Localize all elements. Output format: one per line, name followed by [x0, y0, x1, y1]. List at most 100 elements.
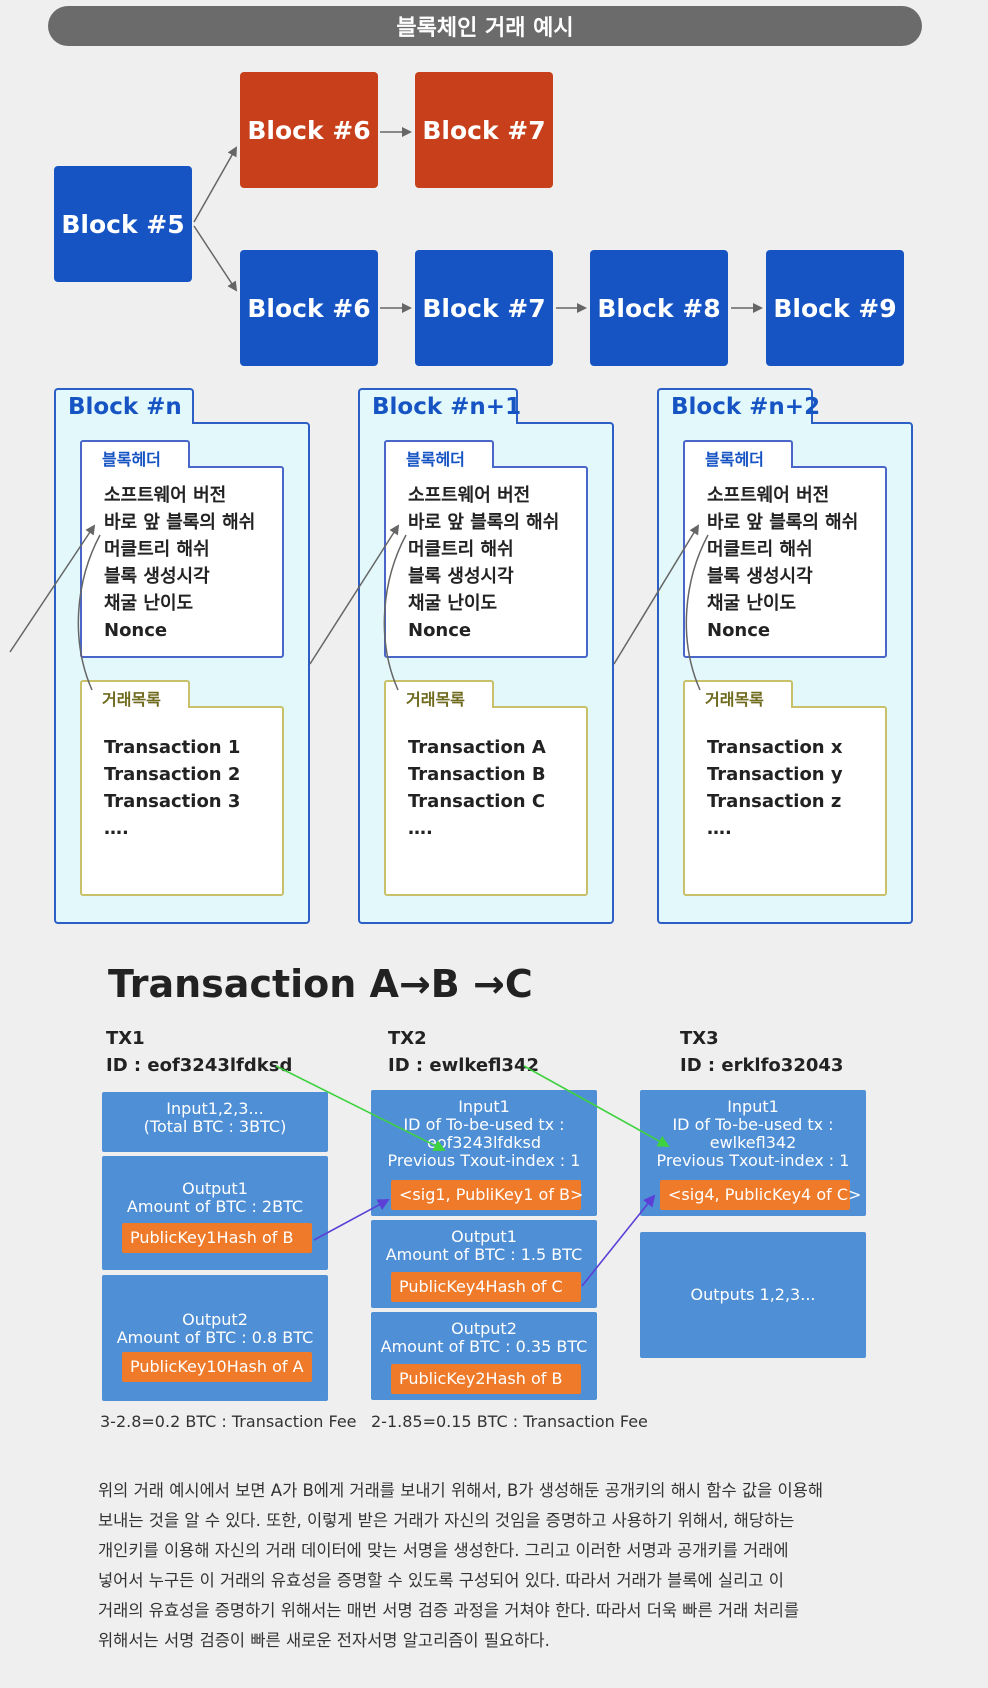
- box-line: Input1: [458, 1097, 510, 1116]
- detail-block-title: Block #n+2: [657, 388, 820, 424]
- header-field: 블록 생성시각: [408, 566, 514, 587]
- box-line: Previous Txout-index : 1: [656, 1151, 850, 1170]
- main-block-7: Block #7: [415, 250, 553, 366]
- transaction-item: ….: [104, 818, 129, 839]
- header-field: 머클트리 해쉬: [104, 539, 210, 560]
- transaction-item: Transaction 2: [104, 764, 241, 785]
- tx1-output2-key: PublicKey10Hash of A: [122, 1352, 312, 1382]
- tx2-output2-key: PublicKey2Hash of B: [391, 1364, 581, 1394]
- block-5: Block #5: [54, 166, 192, 282]
- tx2-output1-key: PublicKey4Hash of C: [391, 1272, 581, 1302]
- main-block-6: Block #6: [240, 250, 378, 366]
- detail-block-n-plus-2: Block #n+2 블록헤더 소프트웨어 버전 바로 앞 블록의 해쉬 머클트…: [657, 388, 913, 924]
- transaction-list-label: 거래목록: [683, 680, 793, 709]
- block-header-label: 블록헤더: [683, 440, 793, 469]
- transaction-item: Transaction x: [707, 737, 843, 758]
- header-field: 바로 앞 블록의 해쉬: [104, 512, 256, 533]
- tx3-name: TX3: [680, 1028, 719, 1049]
- detail-block-title: Block #n: [54, 388, 194, 424]
- box-line: Amount of BTC : 0.35 BTC: [380, 1337, 588, 1356]
- transaction-item: Transaction A: [408, 737, 546, 758]
- transaction-section-title: Transaction A→B →C: [108, 962, 533, 1006]
- tx2-id: ID : ewlkefl342: [388, 1055, 539, 1076]
- transaction-list-label: 거래목록: [80, 680, 190, 709]
- box-line: Amount of BTC : 2BTC: [126, 1197, 304, 1216]
- tx3-outputs-box: Outputs 1,2,3...: [640, 1232, 866, 1358]
- transaction-item: ….: [408, 818, 433, 839]
- box-line: Output1: [451, 1227, 517, 1246]
- transaction-item: Transaction C: [408, 791, 546, 812]
- main-block-8: Block #8: [590, 250, 728, 366]
- tx2-label: TX2 ID : ewlkefl342: [388, 1025, 539, 1079]
- transaction-list-folder: 거래목록 Transaction 1 Transaction 2 Transac…: [80, 680, 284, 896]
- tx2-fee: 2-1.85=0.15 BTC : Transaction Fee: [371, 1412, 648, 1431]
- box-line: ID of To-be-used tx :: [403, 1115, 565, 1134]
- header-field: 채굴 난이도: [707, 593, 797, 614]
- box-line: Amount of BTC : 1.5 BTC: [385, 1245, 583, 1264]
- paragraph-line: 위의 거래 예시에서 보면 A가 B에게 거래를 보내기 위해서, B가 생성해…: [98, 1481, 824, 1500]
- header-field: 채굴 난이도: [408, 593, 498, 614]
- header-field: 소프트웨어 버전: [707, 485, 830, 506]
- transaction-item: Transaction y: [707, 764, 843, 785]
- tx1-label: TX1 ID : eof3243lfdksd: [106, 1025, 292, 1079]
- header-field: Nonce: [408, 620, 472, 641]
- box-line: Output2: [451, 1319, 517, 1338]
- tx3-input-signature: <sig4, PublicKey4 of C>: [660, 1180, 861, 1210]
- block-header-folder: 블록헤더 소프트웨어 버전 바로 앞 블록의 해쉬 머클트리 해쉬 블록 생성시…: [80, 440, 284, 658]
- detail-block-n-plus-1: Block #n+1 블록헤더 소프트웨어 버전 바로 앞 블록의 해쉬 머클트…: [358, 388, 614, 924]
- transaction-item: Transaction z: [707, 791, 842, 812]
- box-line: Input1,2,3...: [166, 1099, 264, 1118]
- transaction-item: Transaction 3: [104, 791, 241, 812]
- paragraph-line: 위해서는 서명 검증이 빠른 새로운 전자서명 알고리즘이 필요하다.: [98, 1631, 550, 1650]
- box-line: eof3243lfdksd: [427, 1133, 541, 1152]
- box-line: ewlkefl342: [709, 1133, 797, 1152]
- block-header-folder: 블록헤더 소프트웨어 버전 바로 앞 블록의 해쉬 머클트리 해쉬 블록 생성시…: [683, 440, 887, 658]
- transaction-item: Transaction B: [408, 764, 546, 785]
- tx3-label: TX3 ID : erklfo32043: [680, 1025, 843, 1079]
- block-header-folder: 블록헤더 소프트웨어 버전 바로 앞 블록의 해쉬 머클트리 해쉬 블록 생성시…: [384, 440, 588, 658]
- block-header-label: 블록헤더: [80, 440, 190, 469]
- detail-block-n: Block #n 블록헤더 소프트웨어 버전 바로 앞 블록의 해쉬 머클트리 …: [54, 388, 310, 924]
- box-line: ID of To-be-used tx :: [672, 1115, 834, 1134]
- box-line: (Total BTC : 3BTC): [143, 1117, 287, 1136]
- box-line: Outputs 1,2,3...: [690, 1285, 816, 1304]
- main-block-9: Block #9: [766, 250, 904, 366]
- transaction-list-label: 거래목록: [384, 680, 494, 709]
- fork-down-arrow: [193, 225, 238, 292]
- tx1-output1-key: PublicKey1Hash of B: [122, 1223, 312, 1253]
- explanation-paragraph: 위의 거래 예시에서 보면 A가 B에게 거래를 보내기 위해서, B가 생성해…: [98, 1476, 918, 1656]
- header-field: 머클트리 해쉬: [707, 539, 813, 560]
- tx3-id: ID : erklfo32043: [680, 1055, 844, 1076]
- header-field: 블록 생성시각: [104, 566, 210, 587]
- header-field: Nonce: [707, 620, 771, 641]
- title-banner: 블록체인 거래 예시: [48, 6, 922, 46]
- tx1-name: TX1: [106, 1028, 145, 1049]
- header-field: 채굴 난이도: [104, 593, 194, 614]
- block-header-label: 블록헤더: [384, 440, 494, 469]
- transaction-item: ….: [707, 818, 732, 839]
- box-line: Output1: [182, 1179, 248, 1198]
- box-line: Output2: [182, 1310, 248, 1329]
- header-field: Nonce: [104, 620, 168, 641]
- transaction-list-folder: 거래목록 Transaction x Transaction y Transac…: [683, 680, 887, 896]
- box-line: Previous Txout-index : 1: [387, 1151, 581, 1170]
- paragraph-line: 보내는 것을 알 수 있다. 또한, 이렇게 받은 거래가 자신의 것임을 증명…: [98, 1511, 795, 1530]
- tx2-input-signature: <sig1, PubliKey1 of B>: [391, 1180, 583, 1210]
- tx1-id: ID : eof3243lfdksd: [106, 1055, 293, 1076]
- header-field: 머클트리 해쉬: [408, 539, 514, 560]
- fork-up-arrow: [193, 146, 237, 223]
- fork-block-7: Block #7: [415, 72, 553, 188]
- detail-block-title: Block #n+1: [358, 388, 521, 424]
- paragraph-line: 거래의 유효성을 증명하기 위해서는 매번 서명 검증 과정을 거쳐야 한다. …: [98, 1601, 800, 1620]
- paragraph-line: 넣어서 누구든 이 거래의 유효성을 증명할 수 있도록 구성되어 있다. 따라…: [98, 1571, 784, 1590]
- header-field: 바로 앞 블록의 해쉬: [707, 512, 859, 533]
- tx1-output2-box: Output2 Amount of BTC : 0.8 BTC: [102, 1275, 328, 1401]
- tx1-input-box: Input1,2,3... (Total BTC : 3BTC): [102, 1092, 328, 1152]
- box-line: Input1: [727, 1097, 779, 1116]
- fork-block-6: Block #6: [240, 72, 378, 188]
- tx2-name: TX2: [388, 1028, 427, 1049]
- header-field: 블록 생성시각: [707, 566, 813, 587]
- transaction-item: Transaction 1: [104, 737, 241, 758]
- transaction-list-folder: 거래목록 Transaction A Transaction B Transac…: [384, 680, 588, 896]
- header-field: 바로 앞 블록의 해쉬: [408, 512, 560, 533]
